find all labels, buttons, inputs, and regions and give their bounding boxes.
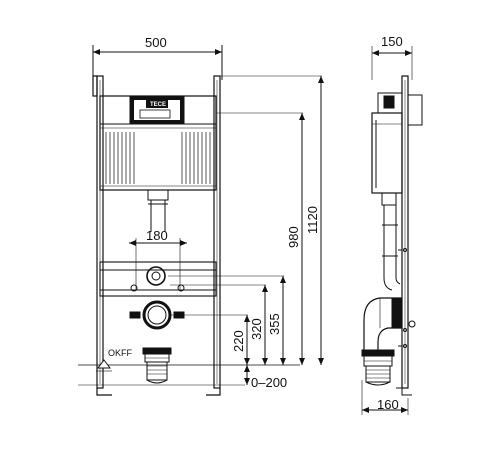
width-dimension [92, 45, 223, 80]
side-drain [361, 349, 395, 386]
cistern: TECE [99, 95, 217, 191]
side-flush-pipe [382, 205, 401, 291]
height-label-320: 320 [249, 318, 264, 340]
range-label: 0–200 [251, 375, 287, 390]
offset-label: 180 [146, 228, 168, 243]
side-elbow [363, 297, 416, 350]
height-label-220: 220 [231, 330, 246, 352]
bolt-spacing-dimension [129, 238, 187, 290]
depth-bottom-label: 160 [377, 397, 399, 412]
drain-pipe [142, 347, 172, 384]
mounting-plate [99, 261, 217, 297]
side-post [396, 75, 423, 396]
frame-posts [92, 75, 221, 396]
height-label-355: 355 [267, 313, 282, 335]
height-label-980: 980 [286, 226, 301, 248]
depth-top-label: 150 [381, 34, 403, 49]
extension-lines [168, 75, 322, 316]
flush-pipe [147, 189, 169, 232]
floor-label: OKFF [108, 348, 133, 358]
height-dimensions [244, 76, 324, 385]
waste-outlet [129, 300, 185, 330]
depth-bottom-dimension [361, 380, 409, 415]
cistern-side [371, 92, 403, 206]
side-view [361, 46, 423, 415]
logo-text: TECE [150, 102, 166, 108]
depth-top-dimension [371, 46, 413, 80]
width-label: 500 [145, 35, 167, 50]
front-view: TECE [78, 45, 324, 396]
floor-line [78, 359, 300, 386]
height-label-1120: 1120 [305, 206, 320, 234]
cistern-ribs [105, 132, 211, 184]
